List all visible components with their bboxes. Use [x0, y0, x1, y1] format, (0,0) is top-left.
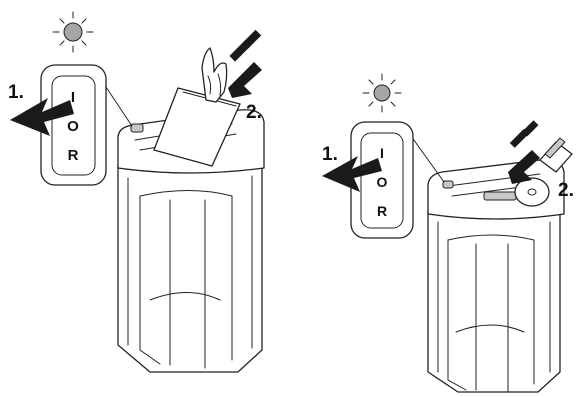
switch-reverse-label: R	[377, 203, 387, 219]
step-1-label-left: 1.	[8, 82, 24, 103]
switch-on-label: I	[71, 89, 75, 106]
indicator-lamp-right	[363, 74, 401, 112]
cd-slot	[484, 192, 516, 200]
step-2-label-left: 2.	[246, 102, 262, 123]
switch-on-label: I	[380, 145, 384, 161]
hand-icon	[202, 48, 227, 102]
callout-pointer-left	[104, 84, 132, 126]
switch-callout-left: I O R	[41, 65, 106, 185]
insert-arrow-left	[228, 30, 262, 98]
step-2-label-right: 2.	[558, 180, 574, 201]
power-switch-left[interactable]	[131, 124, 143, 132]
indicator-lamp-left	[53, 12, 93, 52]
step-1-label-right: 1.	[322, 144, 338, 165]
right-panel-cd-shredding: 2. I O R 1.	[322, 74, 574, 392]
switch-reverse-label: R	[68, 147, 79, 164]
callout-pointer-right	[411, 136, 444, 182]
switch-off-label: O	[377, 174, 388, 190]
switch-callout-right: I O R	[351, 122, 413, 238]
power-switch-right[interactable]	[443, 181, 453, 188]
left-panel-paper-shredding: 2. I O R 1.	[8, 12, 264, 372]
switch-off-label: O	[67, 118, 79, 135]
